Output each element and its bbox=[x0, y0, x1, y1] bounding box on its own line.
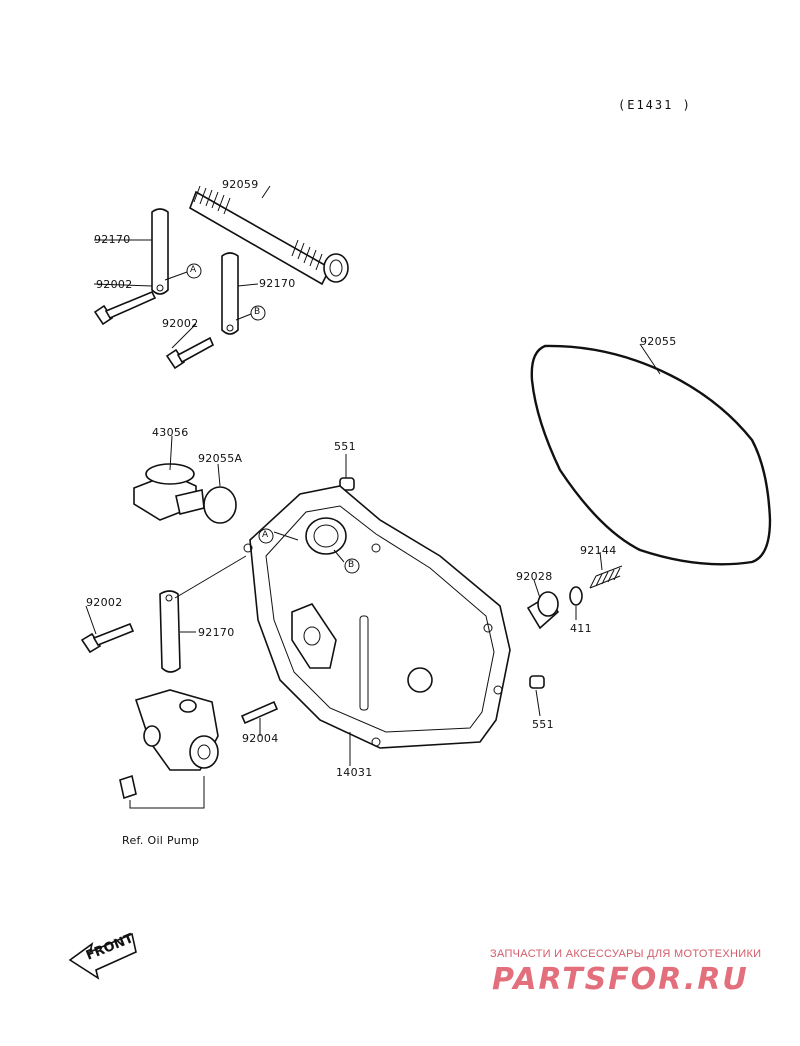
marker-b-top bbox=[250, 305, 266, 321]
hose-92059 bbox=[189, 185, 349, 286]
clamp-92170-c bbox=[159, 590, 181, 673]
label-92144: 92144 bbox=[580, 544, 617, 557]
label-92170-c: 92170 bbox=[198, 626, 235, 639]
watermark-tagline: ЗАПЧАСТИ И АКСЕССУАРЫ ДЛЯ МОТОТЕХНИКИ bbox=[490, 948, 762, 960]
label-92170-b: 92170 bbox=[259, 277, 296, 290]
oil-pump-ref bbox=[119, 689, 219, 809]
washer-411 bbox=[569, 586, 583, 606]
oil-cap-43056 bbox=[133, 463, 205, 521]
label-43056: 43056 bbox=[152, 426, 189, 439]
label-14031: 14031 bbox=[336, 766, 373, 779]
marker-b-cover bbox=[344, 558, 360, 574]
marker-a-top bbox=[186, 263, 202, 279]
label-92002-b: 92002 bbox=[162, 317, 199, 330]
label-92002-a: 92002 bbox=[96, 278, 133, 291]
marker-a-cover bbox=[258, 528, 274, 544]
marker-a-top-text: A bbox=[190, 265, 197, 275]
label-92028: 92028 bbox=[516, 570, 553, 583]
spring-92144 bbox=[589, 565, 623, 589]
label-92002-c: 92002 bbox=[86, 596, 123, 609]
o-ring-92055a bbox=[203, 486, 237, 524]
bolt-92002-c bbox=[80, 622, 135, 654]
gasket-92055 bbox=[530, 344, 772, 566]
label-92059: 92059 bbox=[222, 178, 259, 191]
dowel-551-b bbox=[529, 675, 545, 689]
bolt-92002-b bbox=[165, 336, 215, 370]
label-ref-oil-pump: Ref. Oil Pump bbox=[122, 834, 200, 847]
stud-92004 bbox=[240, 700, 279, 725]
marker-b-top-text: B bbox=[254, 307, 261, 317]
dowel-551-a bbox=[339, 477, 355, 491]
label-92170-a: 92170 bbox=[94, 233, 131, 246]
label-551-a: 551 bbox=[334, 440, 356, 453]
clamp-92170-b bbox=[221, 252, 239, 335]
label-551-b: 551 bbox=[532, 718, 554, 731]
diagram-code: (E1431 ) bbox=[618, 98, 692, 112]
bolt-92002-a bbox=[93, 290, 157, 326]
bushing-92028 bbox=[526, 591, 560, 630]
watermark-brand: PARTSFOR.RU bbox=[492, 962, 749, 997]
label-92055a: 92055A bbox=[198, 452, 243, 465]
label-92004: 92004 bbox=[242, 732, 279, 745]
marker-b-cover-text: B bbox=[348, 560, 355, 570]
label-92055: 92055 bbox=[640, 335, 677, 348]
marker-a-cover-text: A bbox=[262, 530, 269, 540]
clamp-92170-a bbox=[151, 208, 169, 295]
label-411: 411 bbox=[570, 622, 592, 635]
engine-cover-14031 bbox=[243, 485, 511, 749]
front-arrow-shape bbox=[68, 932, 137, 980]
